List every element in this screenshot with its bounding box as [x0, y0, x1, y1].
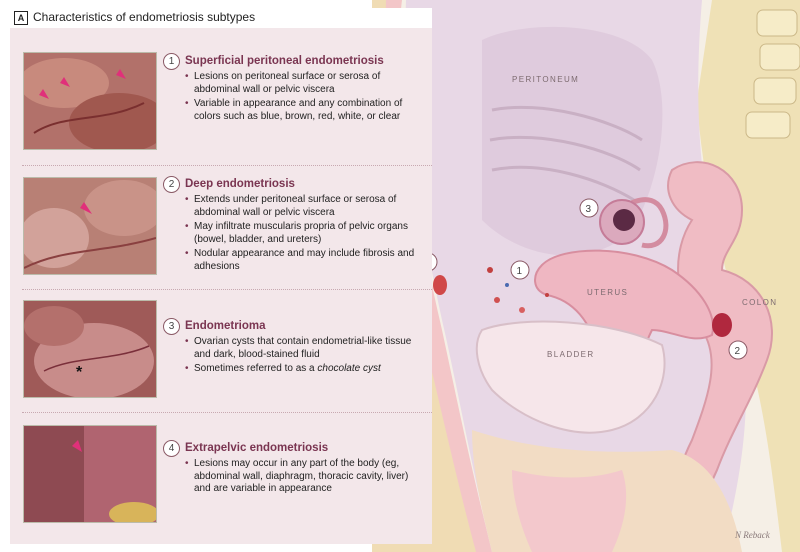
bullet-item: •Ovarian cysts that contain endometrial-… — [185, 336, 412, 360]
subtype-title-deep: Deep endometriosis — [185, 178, 295, 190]
asterisk-marker: * — [76, 364, 83, 381]
marker-3: 3 — [586, 204, 592, 215]
subtype-number-4: 4 — [163, 440, 180, 457]
arrowhead-icon — [80, 202, 92, 214]
subtype-title-endometrioma: Endometrioma — [185, 320, 266, 332]
bullet-item: •Lesions may occur in any part of the bo… — [185, 458, 409, 494]
laparoscopy-photo-deep — [23, 177, 157, 275]
bullet-item: •Extends under peritoneal surface or ser… — [185, 194, 397, 218]
bullet-item: •May infiltrate muscularis propria of pe… — [185, 221, 408, 245]
subtype-title-extrapelvic: Extrapelvic endometriosis — [185, 442, 329, 454]
pelvic-anatomy-illustration: PERITONEUM UTERUS BLADDER COLON 1 2 3 4 — [372, 0, 800, 552]
bullet-item: •Sometimes referred to as a chocolate cy… — [185, 363, 381, 374]
panel-letter: A — [14, 11, 28, 25]
subtype-title-superficial: Superficial peritoneal endometriosis — [185, 55, 384, 67]
uterus — [534, 249, 714, 388]
bullet-item: •Variable in appearance and any combinat… — [185, 98, 403, 122]
arrowhead-icon — [72, 440, 82, 452]
label-colon: COLON — [742, 298, 777, 307]
laparoscopy-photo-superficial — [23, 52, 157, 150]
extrapelvic-lesion — [433, 275, 447, 295]
bullet-item: •Lesions on peritoneal surface or serosa… — [185, 71, 381, 95]
laparoscopy-photo-endometrioma: * — [23, 300, 157, 398]
separator — [22, 289, 432, 290]
separator — [22, 165, 432, 166]
label-uterus: UTERUS — [587, 288, 628, 297]
panel-header — [10, 8, 432, 28]
label-peritoneum: PERITONEUM — [512, 75, 579, 84]
subtype-number-1: 1 — [163, 53, 180, 70]
artist-signature: N Reback — [735, 530, 770, 540]
marker-1: 1 — [517, 266, 523, 277]
deep-lesion-nodule — [712, 313, 732, 337]
arrowhead-icon — [39, 89, 49, 99]
laparoscopy-photo-extrapelvic — [23, 425, 157, 523]
subtype-number-3: 3 — [163, 318, 180, 335]
label-bladder: BLADDER — [547, 350, 595, 359]
marker-2: 2 — [735, 346, 741, 357]
arrowhead-icon — [60, 77, 70, 87]
bullet-item: •Nodular appearance and may include fibr… — [185, 248, 415, 272]
panel-title: Characteristics of endometriosis subtype… — [33, 10, 256, 24]
subtype-number-2: 2 — [163, 176, 180, 193]
separator — [22, 412, 432, 413]
bladder — [475, 320, 666, 434]
arrowhead-icon — [116, 69, 126, 79]
